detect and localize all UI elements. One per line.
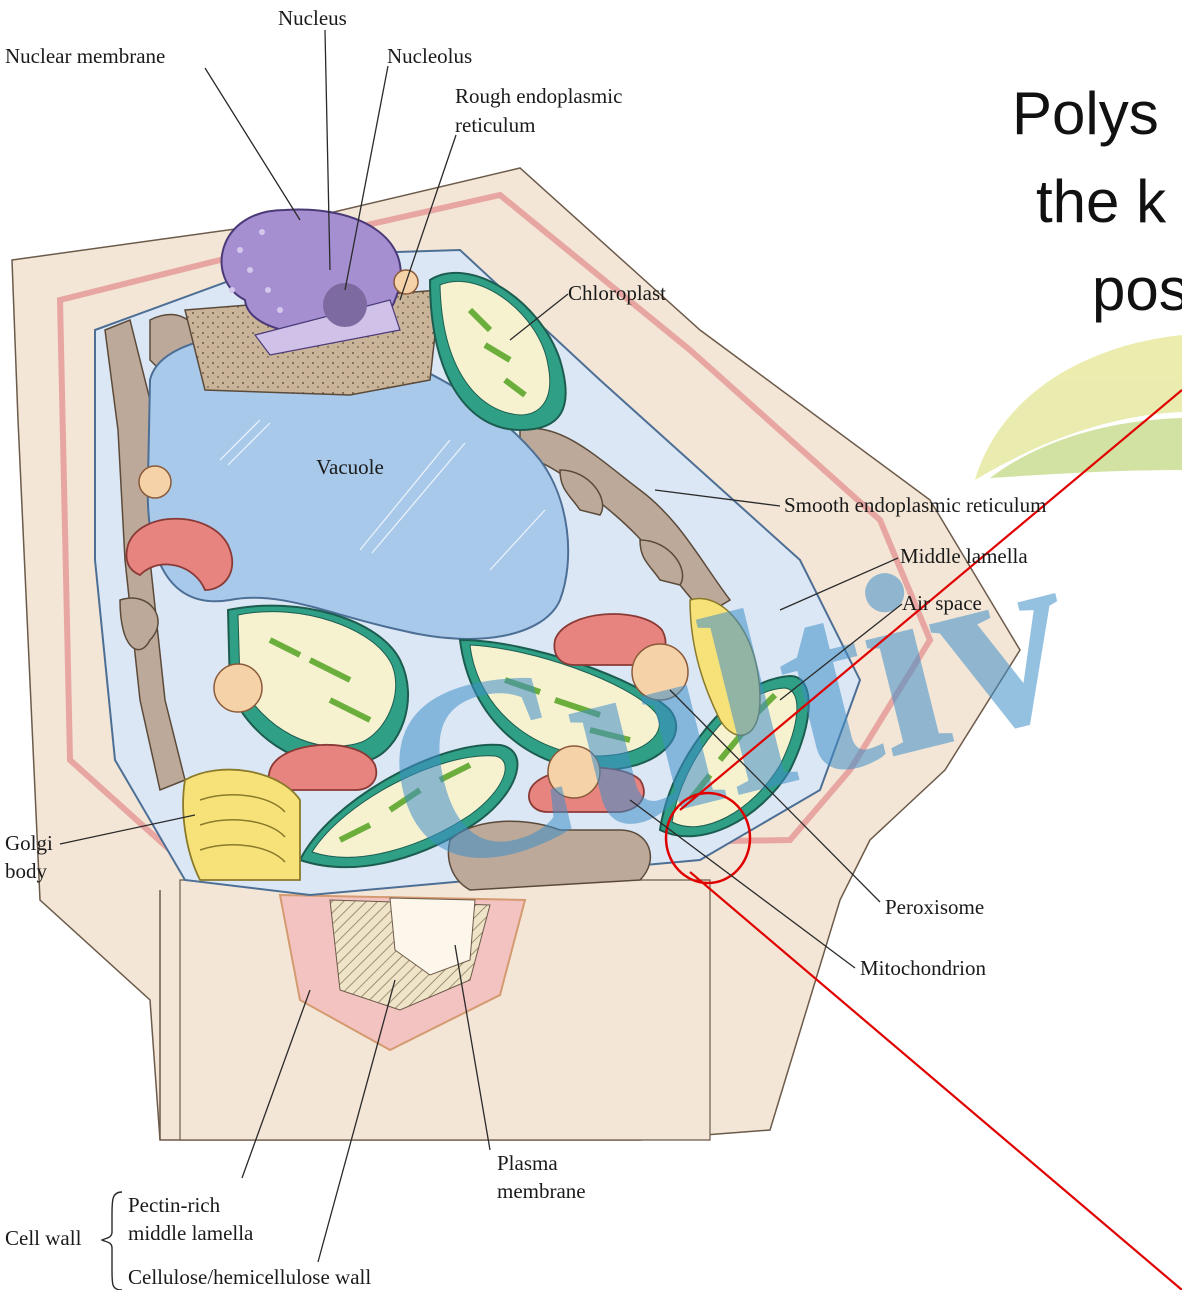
rough-er-label-line1: Rough endoplasmic — [455, 84, 622, 108]
mitochondrion-label: Mitochondrion — [860, 956, 986, 980]
plasma-membrane-label-line2: membrane — [497, 1179, 586, 1203]
air-space-label: Air space — [902, 591, 982, 615]
nucleolus-label: Nucleolus — [387, 44, 472, 68]
middle-lamella-label: Middle lamella — [900, 544, 1028, 568]
leaf-logo-icon — [975, 335, 1182, 480]
cellulose-label: Cellulose/hemicellulose wall — [128, 1265, 371, 1289]
golgi-body — [183, 770, 300, 880]
slide-heading: Polys the k pos — [1012, 80, 1182, 323]
chloroplast-label: Chloroplast — [568, 281, 666, 305]
peroxisome-label: Peroxisome — [885, 895, 984, 919]
plasma-membrane-label-line1: Plasma — [497, 1151, 558, 1175]
pectin-label-line1: Pectin-rich — [128, 1193, 221, 1217]
pectin-label-line2: middle lamella — [128, 1221, 254, 1245]
nucleus-label: Nucleus — [278, 6, 347, 30]
golgi-label-line2: body — [5, 859, 48, 883]
nuclear-membrane-label: Nuclear membrane — [5, 44, 165, 68]
slide-heading-line-2: the k — [1036, 168, 1167, 235]
golgi-label-line1: Golgi — [5, 831, 53, 855]
smooth-er-label: Smooth endoplasmic reticulum — [784, 493, 1046, 517]
cell-wall-label: Cell wall — [5, 1226, 82, 1250]
rough-er-label-line2: reticulum — [455, 113, 535, 137]
vacuole-label: Vacuole — [316, 455, 384, 479]
slide-heading-line-3: pos — [1092, 256, 1182, 323]
cell-wall-brace — [102, 1192, 122, 1290]
slide-heading-line-1: Polys — [1012, 80, 1159, 147]
